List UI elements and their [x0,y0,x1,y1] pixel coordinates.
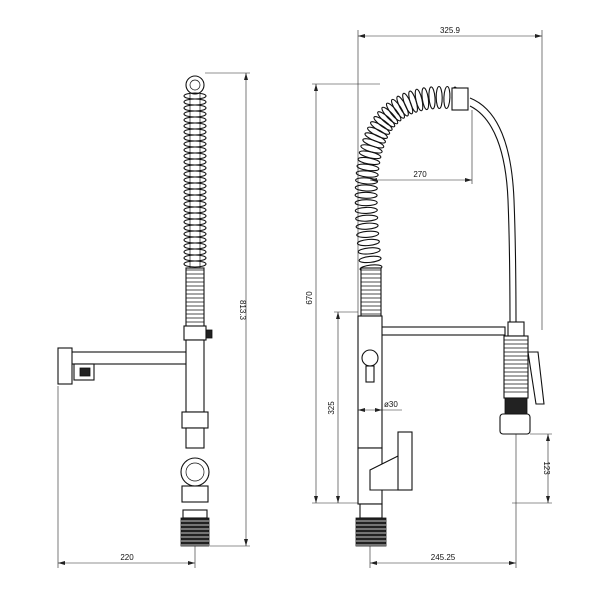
side-view-dimensions: 813.3 220 [57,72,250,568]
spring-turn [183,140,207,148]
dim-outlet-height: 123 [542,461,551,475]
spray-collar [507,321,525,337]
spring-turn [360,144,383,154]
spring-turn [428,86,436,110]
spring-turn [356,230,380,238]
spring-turn [183,116,207,124]
dim-total-height-front: 813.3 [238,300,247,321]
hose-connector [451,87,469,111]
spring-turn [183,134,207,142]
hose-outer [469,97,517,329]
spring-turn [354,191,378,199]
spring-turn [381,106,399,125]
base [181,485,209,503]
spring-turn [370,121,391,135]
spray-head [503,335,529,399]
spring-turn [355,222,379,230]
spring-turn [377,111,396,128]
spring-turn [183,194,207,202]
spring-turn [183,248,207,256]
spring-turn [354,206,378,214]
spout-outlet [57,347,73,385]
collar [183,325,207,341]
threaded-mount [180,517,210,547]
spring-coil [183,92,207,270]
spring-turn [183,98,207,106]
dim-reach-right: 245.25 [431,553,456,562]
spring-turn [183,122,207,130]
spring-coil-arc [354,85,459,272]
dim-diameter: ø30 [384,400,398,409]
spring-turn [355,177,379,185]
front-view [354,85,545,547]
spring-turn [356,238,380,247]
spring-turn [183,182,207,190]
dim-reach-left: 220 [120,553,134,562]
holder-bar [380,326,506,336]
spring-turn [385,102,402,122]
spray-nozzle [504,397,528,415]
spring-turn [183,206,207,214]
top-cap [185,75,205,95]
spring-turn [443,85,451,110]
collar-knob [205,329,213,339]
spring-turn [183,224,207,232]
spring-turn [183,188,207,196]
spray-trigger [527,351,545,405]
spring-turn [183,164,207,172]
spring-turn [183,176,207,184]
spring-turn [355,214,379,222]
spring-turn [183,200,207,208]
dim-total-width: 325.9 [440,26,461,35]
spring-turn [355,170,379,178]
spring-turn [183,260,207,268]
spring-turn [354,184,378,192]
spring-turn [183,236,207,244]
spring-turn [183,230,207,238]
spring-turn [373,116,393,131]
side-view [57,75,213,547]
spring-turn [183,128,207,136]
dim-spout-reach: 270 [413,170,427,179]
dim-overall-height: 670 [305,291,314,305]
spring-turn [421,87,430,111]
spring-turn [357,247,381,255]
spring-turn [183,254,207,262]
spring-turn [183,104,207,112]
front-view-dimensions: 325.9 270 670 325 ø30 245.25 [305,26,552,568]
spring-turn [183,110,207,118]
spring-turn [183,242,207,250]
spring-turn [183,158,207,166]
spring-turn [408,90,418,113]
spring-turn [183,218,207,226]
spring-turn [183,212,207,220]
spring-turn [435,85,443,110]
spout-arm [69,351,191,365]
spring-turn [354,199,378,207]
threaded-mount [355,517,387,547]
body-column [185,339,205,413]
spring-turn [183,146,207,154]
spring-turn [183,170,207,178]
spring-sleeve [360,267,382,317]
lower-collar [181,411,209,429]
diverter-knob [361,349,379,367]
lever-hub [180,457,210,487]
dim-body-height: 325 [327,401,336,415]
spring-turn [183,152,207,160]
spring-turn [390,98,406,119]
lever-handle [397,431,413,491]
spring-turn [358,255,382,264]
